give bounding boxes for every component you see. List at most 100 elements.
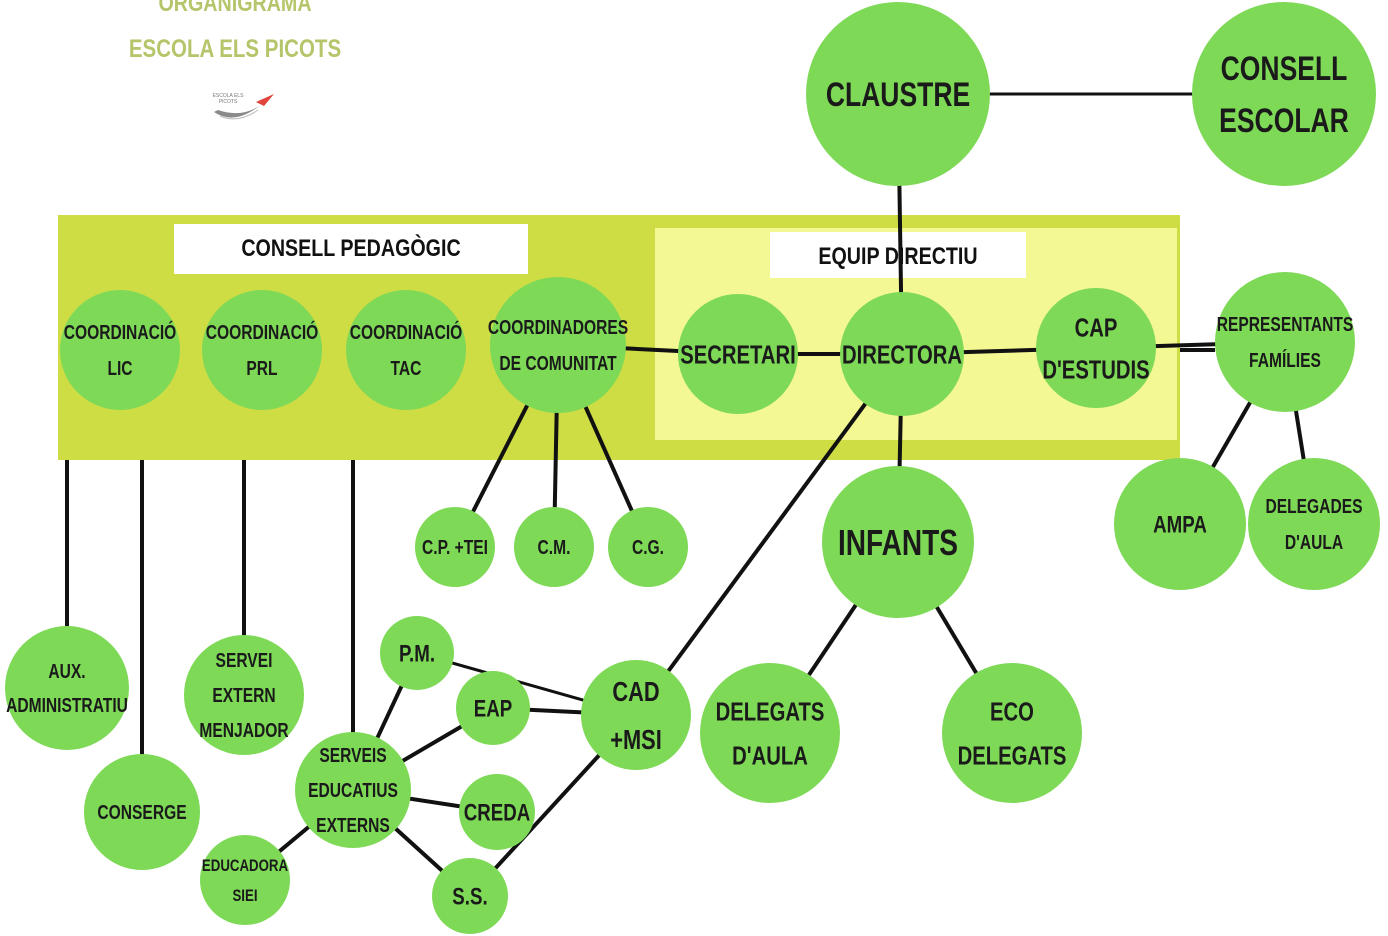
node-coord-tac: COORDINACIÓ TAC [346, 290, 466, 410]
node-label-cad: +MSI [610, 725, 662, 756]
node-aux-admin: AUX. ADMINISTRATIU [5, 626, 129, 750]
logo-text: ESCOLA ELS PICOTS [212, 93, 244, 105]
node-circle-aux-admin [5, 626, 129, 750]
node-circle-servei-menjador [184, 635, 304, 755]
node-label-aux-admin: AUX. [48, 660, 85, 682]
node-label-delegades-aula: D'AULA [1285, 531, 1343, 553]
node-label-representants: REPRESENTANTS [1217, 313, 1354, 335]
node-label-educadora-siei: EDUCADORA [202, 857, 288, 876]
node-label-eco-delegats: DELEGATS [958, 741, 1067, 770]
node-label-delegats-aula: D'AULA [732, 741, 808, 770]
node-delegats-aula: DELEGATS D'AULA [700, 663, 840, 803]
diagram-title: ORGANIGRAMA [158, 0, 312, 17]
node-label-delegades-aula: DELEGADES [1265, 495, 1362, 517]
node-label-coord-tac: TAC [391, 357, 422, 379]
node-coord-prl: COORDINACIÓ PRL [202, 290, 322, 410]
node-label-coord-lic: COORDINACIÓ [64, 320, 177, 343]
node-circle-eco-delegats [942, 663, 1082, 803]
equip-directiu-label-box [770, 232, 1026, 278]
edge-directora-cad [634, 352, 904, 717]
node-ampa: AMPA [1114, 458, 1246, 590]
node-label-pm: P.M. [399, 640, 435, 667]
node-label-ss: S.S. [452, 883, 487, 910]
node-infants: INFANTS [822, 466, 974, 618]
node-circle-cg [608, 507, 688, 587]
node-circle-secretari [678, 294, 798, 414]
node-eco-delegats: ECO DELEGATS [942, 663, 1082, 803]
node-circle-conserge [84, 754, 200, 870]
node-circle-coord-lic [60, 290, 180, 410]
node-label-creda: CREDA [464, 799, 531, 826]
node-servei-menjador: SERVEI EXTERN MENJADOR [184, 635, 304, 755]
bird-icon [214, 94, 274, 120]
node-circle-delegats-aula [700, 663, 840, 803]
node-circle-ampa [1114, 458, 1246, 590]
node-delegades-aula: DELEGADES D'AULA [1248, 458, 1380, 590]
node-label-cg: C.G. [632, 536, 664, 558]
node-label-cap-estudis: CAP [1075, 313, 1118, 342]
node-conserge: CONSERGE [84, 754, 200, 870]
node-cp-tei: C.P. +TEI [415, 507, 495, 587]
node-label-serveis-educatius: EXTERNS [316, 814, 390, 836]
node-label-servei-menjador: EXTERN [212, 684, 275, 706]
node-label-servei-menjador: SERVEI [216, 649, 273, 671]
node-label-servei-menjador: MENJADOR [199, 719, 288, 741]
node-label-coord-prl: COORDINACIÓ [206, 320, 319, 343]
node-label-coord-tac: COORDINACIÓ [350, 320, 463, 343]
school-logo: ESCOLA ELS PICOTS [208, 90, 278, 130]
node-circle-directora [840, 292, 964, 416]
node-circle-delegades-aula [1248, 458, 1380, 590]
node-label-cap-estudis: D'ESTUDIS [1042, 355, 1149, 384]
node-circle-educadora-siei [200, 835, 290, 925]
node-label-cad: CAD [612, 677, 659, 708]
node-label-coord-comunitat: COORDINADORES [488, 316, 628, 338]
node-circle-claustre [806, 2, 990, 186]
node-secretari: SECRETARI [678, 294, 798, 414]
node-circle-eap [456, 671, 530, 745]
node-label-cp-tei: C.P. +TEI [422, 536, 488, 558]
node-directora: DIRECTORA [840, 292, 964, 416]
node-circle-infants [822, 466, 974, 618]
node-label-eco-delegats: ECO [990, 697, 1034, 726]
node-label-serveis-educatius: EDUCATIUS [308, 779, 398, 801]
node-label-infants: INFANTS [838, 523, 958, 563]
node-circle-coord-tac [346, 290, 466, 410]
node-circle-cp-tei [415, 507, 495, 587]
node-circle-coord-comunitat [490, 277, 626, 413]
node-label-eap: EAP [474, 695, 512, 722]
node-pm: P.M. [380, 616, 454, 690]
node-cad: CAD +MSI [581, 660, 691, 770]
equip-directiu-label: EQUIP DIRECTIU [818, 242, 977, 269]
node-circle-cad [581, 660, 691, 770]
node-cm: C.M. [514, 507, 594, 587]
node-label-aux-admin: ADMINISTRATIU [6, 694, 128, 716]
node-circle-cap-estudis [1036, 288, 1156, 408]
consell-pedagogic-label: CONSELL PEDAGÒGIC [241, 234, 460, 261]
node-ss: S.S. [432, 858, 508, 934]
node-eap: EAP [456, 671, 530, 745]
node-label-coord-prl: PRL [246, 357, 277, 379]
node-label-serveis-educatius: SERVEIS [319, 744, 386, 766]
nodes-layer: CLAUSTRECONSELLESCOLARCOORDINACIÓLICCOOR… [5, 2, 1380, 934]
node-serveis-educatius: SERVEIS EDUCATIUS EXTERNS [295, 732, 411, 848]
node-label-educadora-siei: SIEI [232, 887, 257, 906]
node-label-secretari: SECRETARI [680, 340, 796, 369]
node-circle-representants [1215, 272, 1355, 412]
node-label-conserge: CONSERGE [97, 801, 186, 823]
node-circle-pm [380, 616, 454, 690]
node-circle-serveis-educatius [295, 732, 411, 848]
node-circle-creda [459, 774, 535, 850]
node-circle-cm [514, 507, 594, 587]
node-circle-coord-prl [202, 290, 322, 410]
node-claustre: CLAUSTRE [806, 2, 990, 186]
node-label-ampa: AMPA [1153, 511, 1207, 538]
node-label-claustre: CLAUSTRE [826, 76, 970, 114]
node-label-delegats-aula: DELEGATS [716, 697, 825, 726]
node-circle-ss [432, 858, 508, 934]
